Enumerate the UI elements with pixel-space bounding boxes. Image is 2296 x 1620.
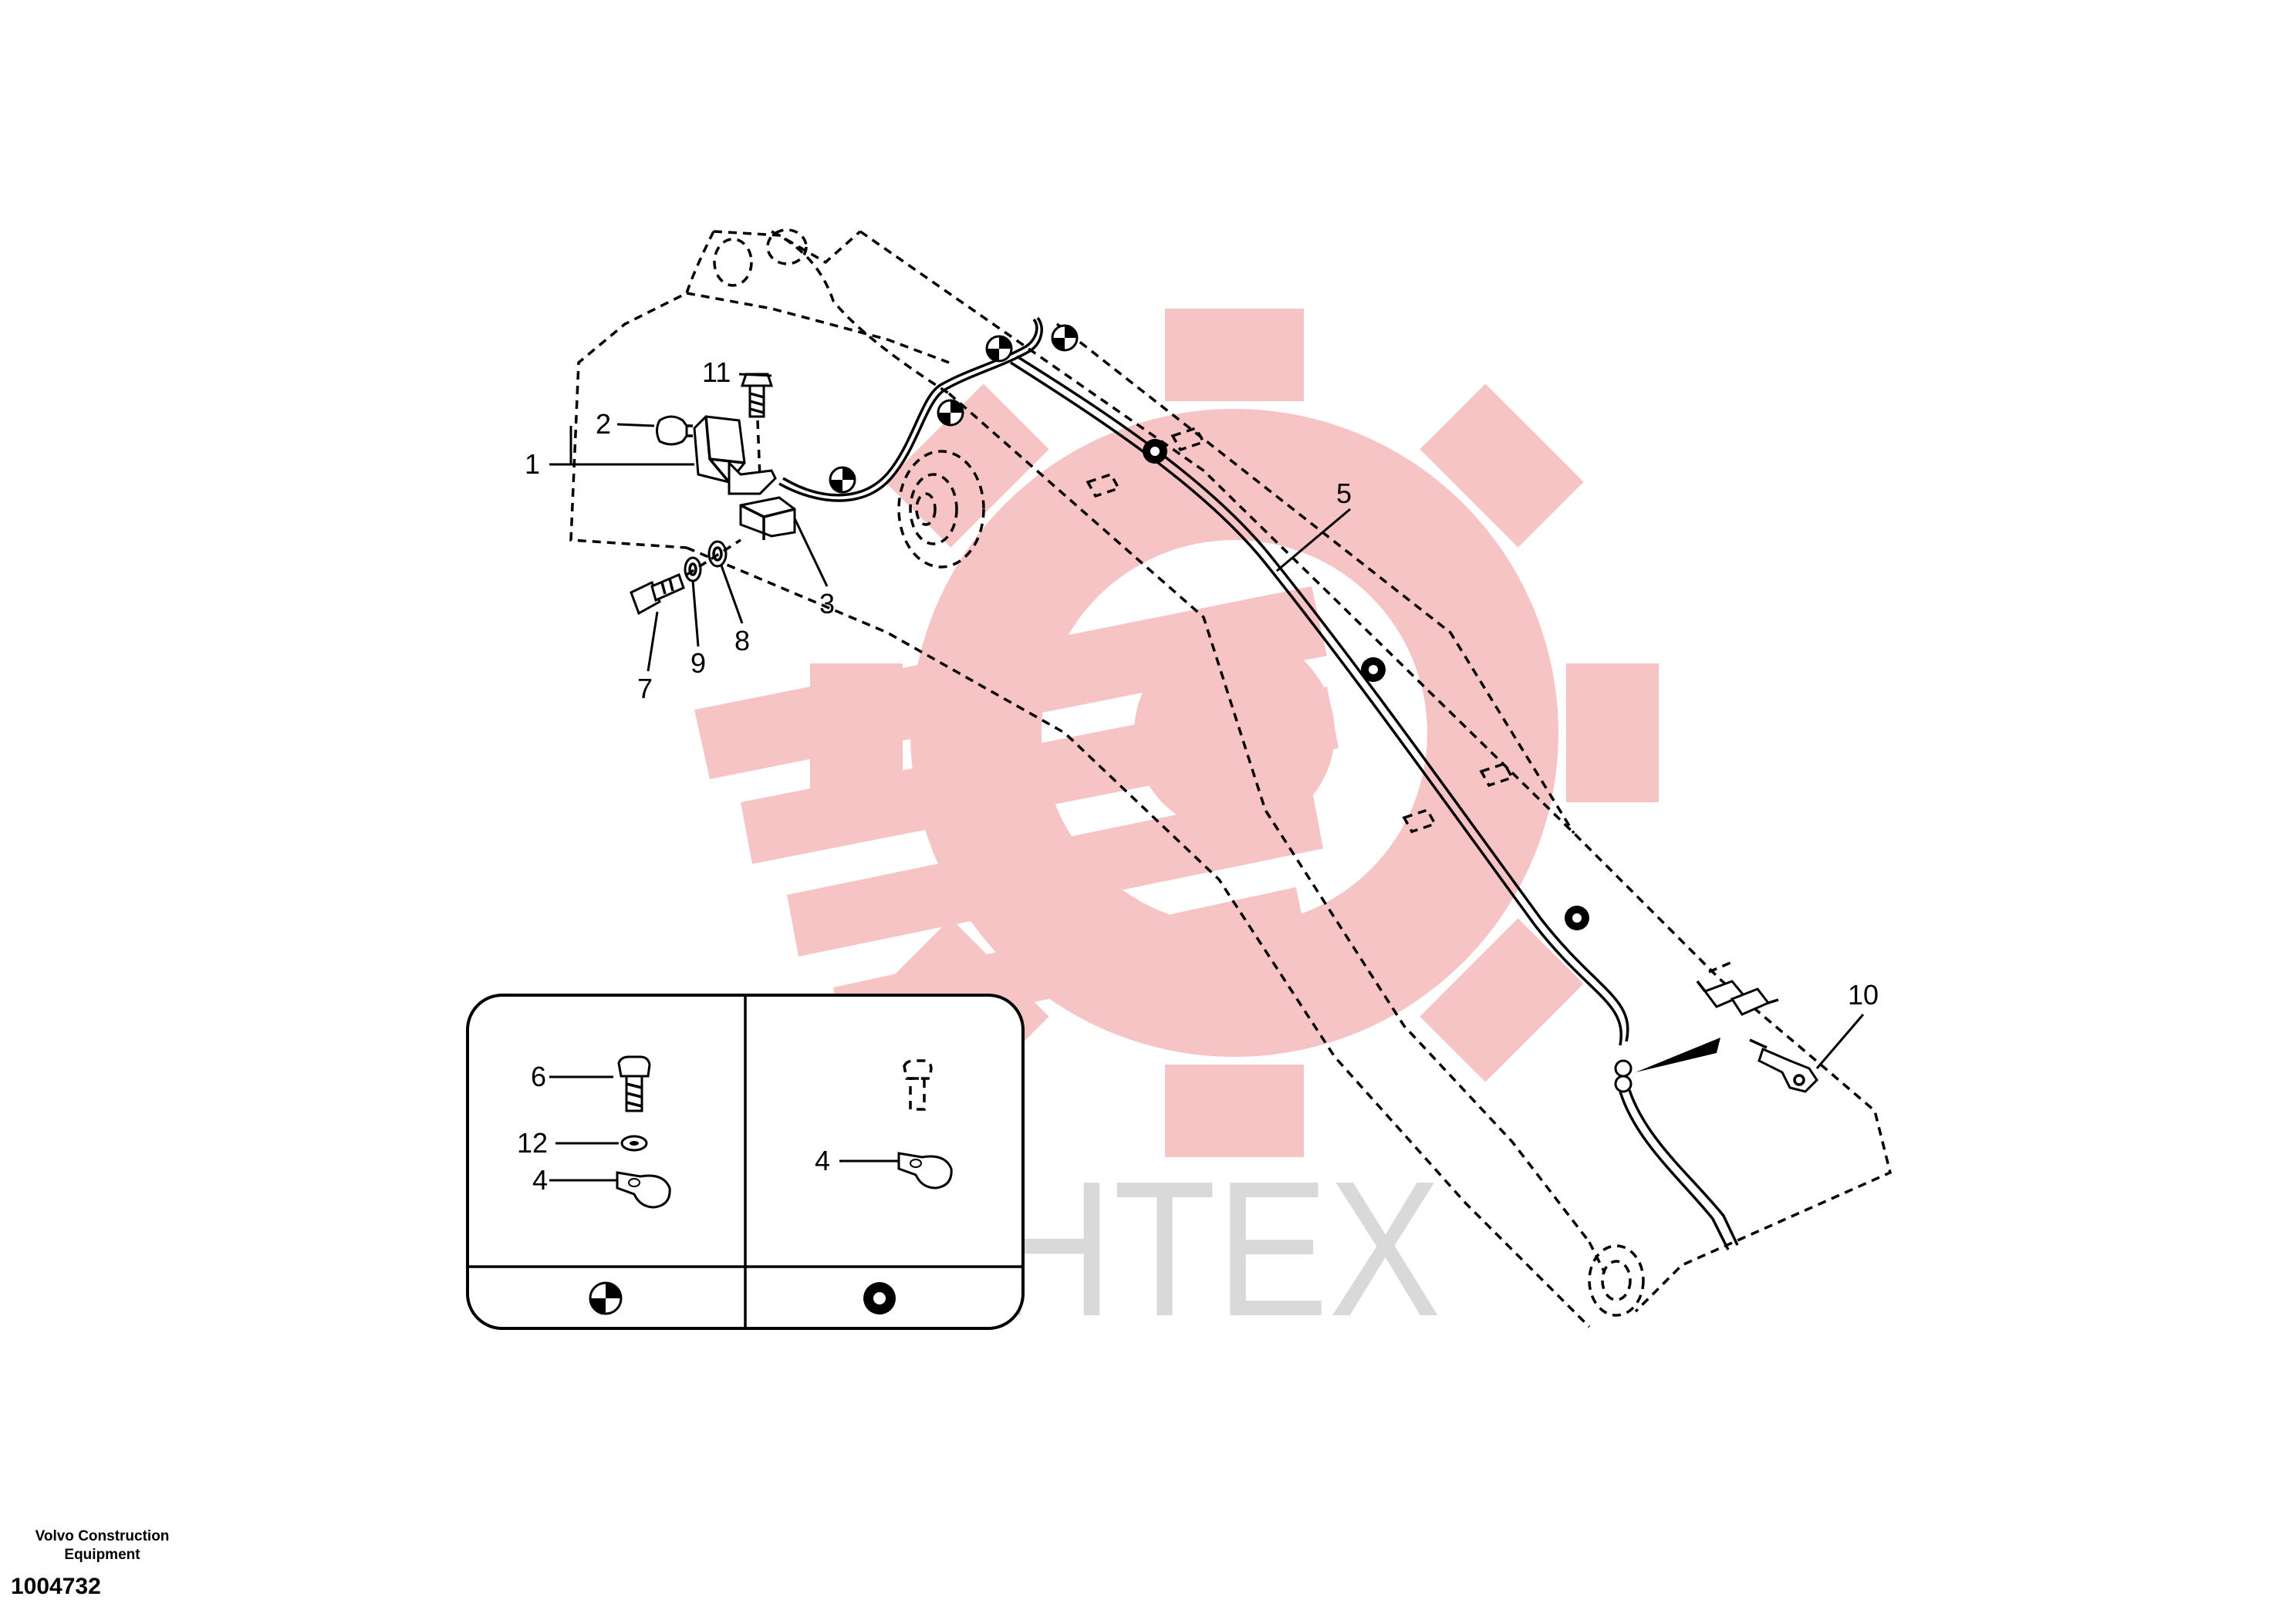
leader-lines <box>549 373 1865 1069</box>
clamp-markers <box>829 324 1589 930</box>
boom-tip-pin <box>1588 1244 1645 1317</box>
fasteners <box>630 538 741 616</box>
clamp-legend-box: 6 12 4 4 <box>466 994 1025 1330</box>
callout-4-welded: 4 <box>815 1145 830 1176</box>
bolted-clamp-marker <box>1051 324 1079 352</box>
callout-1: 1 <box>525 448 540 480</box>
boom-pivot-hole <box>713 238 753 287</box>
bolted-clamp-symbol <box>589 1281 623 1315</box>
document-number: 1004732 <box>11 1574 101 1599</box>
manufacturer-label: Volvo Construction Equipment <box>35 1528 170 1563</box>
callout-9: 9 <box>690 647 706 679</box>
callout-numbers: 1 2 3 5 7 8 9 10 11 <box>525 356 1879 1011</box>
legend-bolted-clamp: 6 12 4 <box>517 1055 671 1209</box>
welded-clamp-marker <box>1565 906 1589 930</box>
callout-12: 12 <box>517 1127 548 1159</box>
screw-icon <box>740 373 774 418</box>
callout-6: 6 <box>531 1061 546 1092</box>
direction-arrow <box>1636 1038 1720 1072</box>
welded-clamp-marker <box>1361 657 1386 682</box>
callout-10: 10 <box>1848 979 1879 1011</box>
bolted-clamp-marker <box>937 399 964 427</box>
callout-8: 8 <box>734 625 750 656</box>
callout-7: 7 <box>637 673 653 704</box>
cable-clip-10 <box>1749 1038 1818 1093</box>
callout-5: 5 <box>1336 478 1352 509</box>
bolted-clamp-marker <box>985 335 1013 363</box>
welded-clamp-marker <box>1143 439 1167 464</box>
bulb-icon <box>656 415 693 446</box>
callout-4: 4 <box>532 1164 548 1196</box>
callout-11: 11 <box>702 356 731 388</box>
work-lamp-assembly <box>656 373 796 540</box>
boom-outline <box>569 228 1893 1328</box>
bolted-clamp-marker <box>829 466 856 494</box>
callout-2: 2 <box>596 408 611 440</box>
callout-3: 3 <box>819 588 835 619</box>
connector-plug <box>1696 980 1779 1016</box>
welded-clamp-symbol <box>863 1282 896 1315</box>
bolt-icon <box>630 572 685 616</box>
legend-welded-clamp: 4 <box>815 1059 953 1190</box>
